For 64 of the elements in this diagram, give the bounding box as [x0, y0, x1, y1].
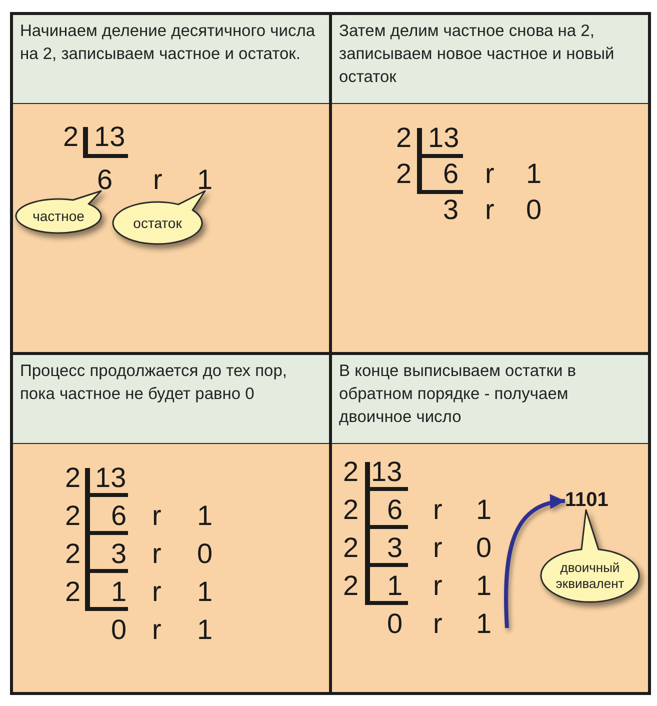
remainder-digit: 0 — [197, 542, 213, 566]
divisor-digit: 2 — [343, 460, 359, 484]
remainder-digit: 0 — [526, 198, 542, 222]
step-description: Затем делим частное снова на 2, записываем новое частное и новый остаток — [339, 21, 616, 88]
remainder-sign: r — [152, 542, 162, 566]
step-panel — [10, 352, 332, 695]
remainder-sign: r — [152, 580, 162, 604]
remainder-sign: r — [153, 168, 162, 192]
bubble-text: остаток — [133, 215, 182, 231]
divisor-digit: 2 — [343, 498, 359, 522]
divisor-digit: 2 — [396, 162, 412, 186]
remainder-sign: r — [433, 536, 442, 560]
dividend-number: 13 — [428, 126, 460, 150]
bubble-text: двоичный эквивалент — [554, 560, 626, 592]
divisor-digit: 2 — [65, 466, 81, 490]
quotient-digit: 6 — [387, 498, 403, 522]
quotient-digit: 1 — [111, 580, 127, 604]
divisor-digit: 2 — [343, 536, 359, 560]
quotient-digit: 3 — [111, 542, 127, 566]
speech-bubble — [15, 190, 103, 234]
remainder-sign: r — [433, 574, 442, 598]
step-panel — [329, 12, 651, 355]
quotient-digit: 3 — [443, 198, 459, 222]
quotient-digit: 1 — [387, 574, 403, 598]
remainder-digit: 1 — [197, 580, 213, 604]
step-description: Начинаем деление десятичного числа на 2, записываем частное и остаток. — [20, 21, 316, 65]
quotient-digit: 3 — [387, 536, 403, 560]
remainder-digit: 0 — [476, 536, 492, 560]
remainder-sign: r — [433, 612, 442, 636]
divisor-digit: 2 — [65, 542, 81, 566]
quotient-digit: 6 — [111, 504, 127, 528]
remainder-digit: 1 — [197, 168, 213, 192]
speech-bubble — [112, 190, 207, 246]
remainder-sign: r — [485, 198, 494, 222]
remainder-digit: 1 — [476, 498, 492, 522]
remainder-sign: r — [433, 498, 442, 522]
divisor-digit: 2 — [65, 580, 81, 604]
divisor-digit: 2 — [396, 126, 412, 150]
remainder-sign: r — [152, 618, 162, 642]
binary-result: 1101 — [565, 490, 608, 510]
speech-bubble — [540, 509, 641, 604]
remainder-sign: r — [485, 162, 494, 186]
remainder-digit: 1 — [197, 504, 213, 528]
step-description: В конце выписываем остатки в обратном порядке - получаем двоичное число — [339, 361, 578, 428]
dividend-number: 13 — [371, 460, 402, 484]
divisor-digit: 2 — [65, 504, 81, 528]
remainder-sign: r — [152, 504, 162, 528]
quotient-digit: 0 — [111, 618, 127, 642]
quotient-digit: 0 — [387, 612, 403, 636]
step-description: Процесс продолжается до тех пор, пока частное не будет равно 0 — [20, 361, 288, 405]
remainder-digit: 1 — [197, 618, 213, 642]
step-panel — [10, 12, 332, 355]
dividend-number: 13 — [95, 466, 126, 490]
step-panel — [329, 352, 651, 695]
curved-arrow — [504, 495, 566, 628]
dividend-number: 13 — [94, 125, 126, 149]
divisor-digit: 2 — [343, 574, 359, 598]
remainder-digit: 1 — [476, 574, 492, 598]
divisor-digit: 2 — [63, 125, 79, 149]
remainder-digit: 1 — [526, 162, 542, 186]
bubble-text: частное — [32, 208, 84, 224]
quotient-digit: 6 — [97, 168, 113, 192]
quotient-digit: 6 — [443, 162, 459, 186]
remainder-digit: 1 — [476, 612, 492, 636]
